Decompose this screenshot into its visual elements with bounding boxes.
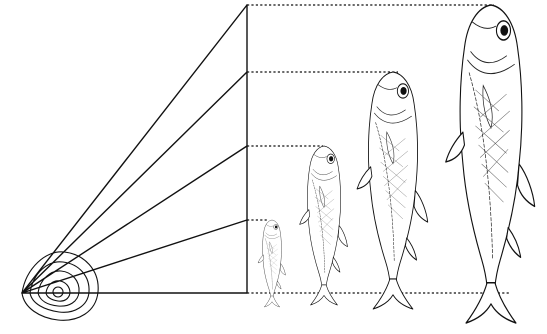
fish-age-2 xyxy=(300,146,348,305)
fish-age-1 xyxy=(258,220,285,307)
fish-age-4 xyxy=(446,5,535,323)
radius-lines xyxy=(22,5,247,293)
fish-age-3 xyxy=(357,72,428,309)
